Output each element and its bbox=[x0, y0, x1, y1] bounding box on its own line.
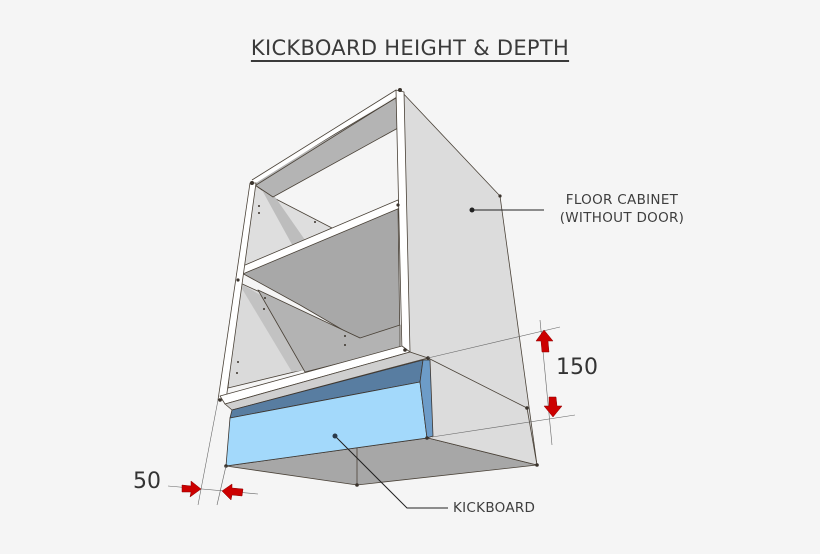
kickboard-leader-dot bbox=[332, 433, 338, 439]
kickboard-height-dimension: 150 bbox=[556, 355, 598, 380]
arrow-right-icon bbox=[181, 480, 202, 498]
kickboard-leader bbox=[334, 435, 448, 509]
arrow-up-icon bbox=[535, 329, 554, 353]
leader-lines bbox=[334, 209, 544, 509]
kickboard-depth-dimension: 50 bbox=[133, 469, 161, 494]
kickboard-label: KICKBOARD bbox=[453, 500, 536, 516]
cabinet-body bbox=[217, 89, 538, 486]
kickboard bbox=[225, 359, 434, 467]
floor-cabinet-label-line1: FLOOR CABINET bbox=[565, 192, 679, 208]
cabinet-shadow-lower bbox=[238, 282, 305, 372]
kickboard-side-face bbox=[419, 359, 434, 439]
diagram-title: KICKBOARD HEIGHT & DEPTH bbox=[250, 36, 570, 60]
arrow-down-icon bbox=[543, 396, 563, 418]
corner-dots bbox=[218, 88, 539, 487]
floor-cabinet-label: FLOOR CABINET (WITHOUT DOOR) bbox=[548, 191, 696, 227]
floor-cabinet-label-line2: (WITHOUT DOOR) bbox=[559, 210, 685, 226]
floor-cabinet-leader-dot bbox=[469, 207, 475, 213]
dimension-arrows bbox=[181, 329, 563, 501]
arrow-left-icon bbox=[221, 483, 244, 501]
cabinet-back-panel-lower bbox=[257, 289, 401, 373]
cabinet-shadow-upper bbox=[262, 190, 305, 250]
